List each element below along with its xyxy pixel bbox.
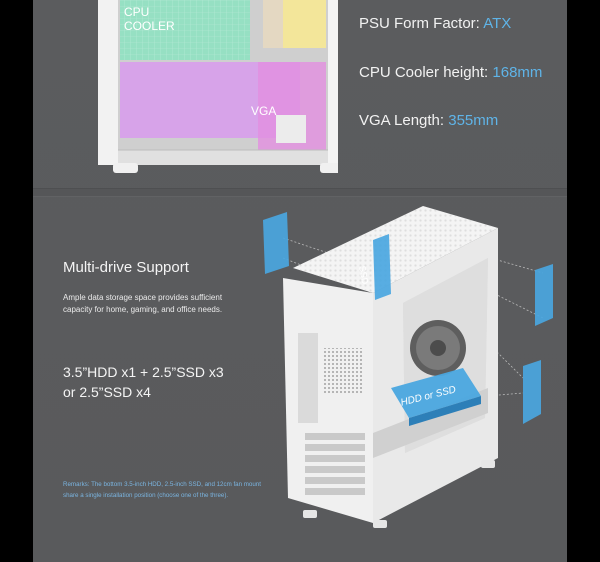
spec-vga-length: VGA Length: 355mm (359, 112, 498, 129)
cpu-label-line1: CPU (124, 5, 150, 19)
spec-psu-value: ATX (483, 15, 512, 32)
drive-capacity: 3.5”HDD x1 + 2.5”SSD x3 or 2.5”SSD x4 (63, 362, 263, 402)
drive-capacity-line1: 3.5”HDD x1 + 2.5”SSD x3 (63, 364, 224, 380)
vga-zone-label: VGA (251, 104, 277, 118)
drive-capacity-line2: or 2.5”SSD x4 (63, 384, 151, 400)
hdd-tray (391, 368, 481, 426)
spec-vga-value: 355mm (448, 112, 499, 129)
spec-cpu-value: 168mm (492, 64, 543, 81)
spec-vga-label: VGA Length: (359, 112, 449, 129)
cpu-label-line2: COOLER (124, 19, 175, 33)
cpu-cooler-zone-label: CPU COOLER (124, 5, 175, 33)
spec-psu-form-factor: PSU Form Factor: ATX (359, 15, 511, 32)
remarks-note: Remarks: The bottom 3.5-inch HDD, 2.5-in… (63, 481, 261, 499)
spec-cpu-cooler-height: CPU Cooler height: 168mm (359, 64, 542, 81)
ssd-panel-right-top (535, 264, 553, 326)
feature-description: Ample data storage space provides suffic… (63, 293, 223, 314)
spec-cpu-label: CPU Cooler height: (359, 64, 493, 81)
product-page: CPU COOLER VGA PSU Form Factor: ATX CPU … (33, 0, 567, 562)
spec-psu-label: PSU Form Factor: (359, 15, 484, 32)
section-divider (33, 188, 567, 197)
ssd-panel-right-bottom (523, 360, 541, 424)
ssd-panel-left (263, 212, 289, 274)
ssd-panel-top (373, 234, 391, 300)
case-clearance-illustration (98, 0, 338, 173)
case-drive-illustration (263, 206, 553, 528)
feature-title: Multi-drive Support (63, 259, 189, 276)
